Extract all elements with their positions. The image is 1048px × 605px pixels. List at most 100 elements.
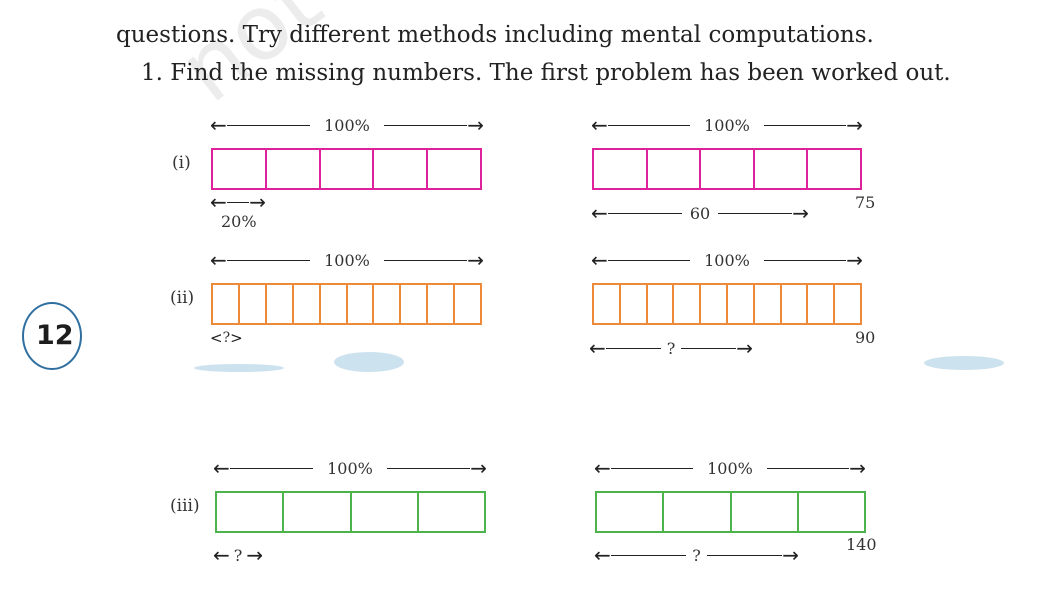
- top-label: 100%: [324, 115, 370, 135]
- page-number: 12: [36, 320, 74, 351]
- bar-cell: [833, 285, 860, 323]
- arrow-left-icon: ←: [210, 190, 227, 214]
- bottom-arrow-iii-right: ← ? →: [594, 544, 799, 566]
- arrow-right-icon: →: [846, 113, 863, 137]
- bar-strip-iii-right: [595, 491, 866, 533]
- top-label: 100%: [707, 458, 753, 478]
- bar-cell: [372, 150, 426, 188]
- arrow-left-icon: ←: [213, 456, 230, 480]
- bottom-arrow-i-left: ←→: [210, 191, 266, 213]
- bottom-arrow-ii-left: < ? >: [210, 327, 243, 349]
- bar-cell: [264, 150, 319, 188]
- bar-cell: [217, 493, 282, 531]
- bar-cell: [796, 493, 864, 531]
- arrow-left-icon: ←: [589, 336, 606, 360]
- value-label-ii-right: 90: [855, 328, 876, 347]
- bar-cell: [594, 285, 619, 323]
- arrow-left-icon: ←: [213, 543, 230, 567]
- bar-cell: [349, 493, 417, 531]
- problem-label-iii: (iii): [170, 496, 200, 516]
- arrow-left-icon: <: [210, 329, 223, 347]
- top-arrow-ii-left: ← 100% →: [210, 249, 484, 271]
- bar-cell: [416, 493, 484, 531]
- bar-cell: [372, 285, 399, 323]
- arrow-right-icon: >: [230, 329, 243, 347]
- arrow-left-icon: ←: [594, 456, 611, 480]
- bar-cell: [237, 285, 265, 323]
- bar-cell: [213, 285, 238, 323]
- arrow-right-icon: →: [249, 190, 266, 214]
- bar-cell: [345, 285, 373, 323]
- bar-strip-iii-left: [215, 491, 486, 533]
- cloud-band: [24, 352, 1014, 374]
- bar-cell: [672, 285, 699, 323]
- bottom-label: ?: [692, 545, 701, 565]
- top-arrow-i-left: ← 100% →: [210, 114, 484, 136]
- top-arrow-iii-left: ← 100% →: [213, 457, 487, 479]
- bar-cell: [594, 150, 646, 188]
- bottom-label: 60: [689, 203, 711, 223]
- bar-cell: [806, 285, 833, 323]
- bottom-arrow-ii-right: ← ? →: [589, 337, 753, 359]
- bottom-label-i-left: 20%: [221, 212, 257, 231]
- arrow-left-icon: ←: [210, 248, 227, 272]
- bottom-arrow-iii-left: ← ? →: [213, 544, 283, 566]
- bar-strip-ii-left: [211, 283, 482, 325]
- arrow-left-icon: ←: [210, 113, 227, 137]
- bar-cell: [779, 285, 807, 323]
- bar-cell: [264, 285, 292, 323]
- bar-cell: [752, 285, 780, 323]
- bar-cell: [729, 493, 797, 531]
- bar-cell: [725, 285, 753, 323]
- bar-cell: [318, 150, 373, 188]
- value-label-iii-right: 140: [846, 535, 877, 554]
- bar-cell: [318, 285, 346, 323]
- top-label: 100%: [704, 250, 750, 270]
- arrow-right-icon: →: [782, 543, 800, 567]
- top-label: 100%: [327, 458, 373, 478]
- bar-cell: [426, 150, 480, 188]
- top-arrow-i-right: ← 100% →: [591, 114, 863, 136]
- bar-strip-i-right: [592, 148, 862, 190]
- bar-strip-i-left: [211, 148, 482, 190]
- top-arrow-iii-right: ← 100% →: [594, 457, 866, 479]
- arrow-right-icon: →: [736, 336, 754, 360]
- top-arrow-ii-right: ← 100% →: [591, 249, 863, 271]
- intro-text: questions. Try different methods includi…: [116, 22, 874, 48]
- top-label: 100%: [324, 250, 370, 270]
- bottom-arrow-i-right: ← 60 →: [591, 202, 809, 224]
- problem-label-ii: (ii): [170, 288, 195, 308]
- bar-cell: [213, 150, 265, 188]
- arrow-left-icon: ←: [591, 248, 608, 272]
- bottom-label: ?: [666, 338, 676, 358]
- bar-cell: [453, 285, 480, 323]
- arrow-right-icon: →: [467, 248, 484, 272]
- bottom-label: ?: [222, 330, 231, 346]
- bar-cell: [699, 150, 753, 188]
- question-1-text: 1. Find the missing numbers. The first p…: [141, 60, 951, 86]
- bar-cell: [291, 285, 319, 323]
- arrow-right-icon: →: [849, 456, 866, 480]
- bar-strip-ii-right: [592, 283, 862, 325]
- arrow-right-icon: →: [246, 543, 264, 567]
- value-label-i-right: 75: [855, 193, 876, 212]
- bar-cell: [699, 285, 726, 323]
- page-number-badge: 12: [22, 302, 82, 370]
- bottom-label: ?: [233, 545, 243, 565]
- problem-label-i: (i): [172, 153, 191, 173]
- bar-cell: [618, 285, 646, 323]
- bar-cell: [645, 150, 700, 188]
- bar-cell: [752, 150, 807, 188]
- arrow-right-icon: →: [467, 113, 484, 137]
- bar-cell: [282, 493, 349, 531]
- arrow-left-icon: ←: [594, 543, 611, 567]
- arrow-right-icon: →: [792, 201, 810, 225]
- bar-cell: [399, 285, 426, 323]
- top-label: 100%: [704, 115, 750, 135]
- bar-cell: [645, 285, 673, 323]
- arrow-left-icon: ←: [591, 113, 608, 137]
- bar-cell: [597, 493, 662, 531]
- bar-cell: [806, 150, 860, 188]
- bar-cell: [662, 493, 729, 531]
- bar-cell: [426, 285, 453, 323]
